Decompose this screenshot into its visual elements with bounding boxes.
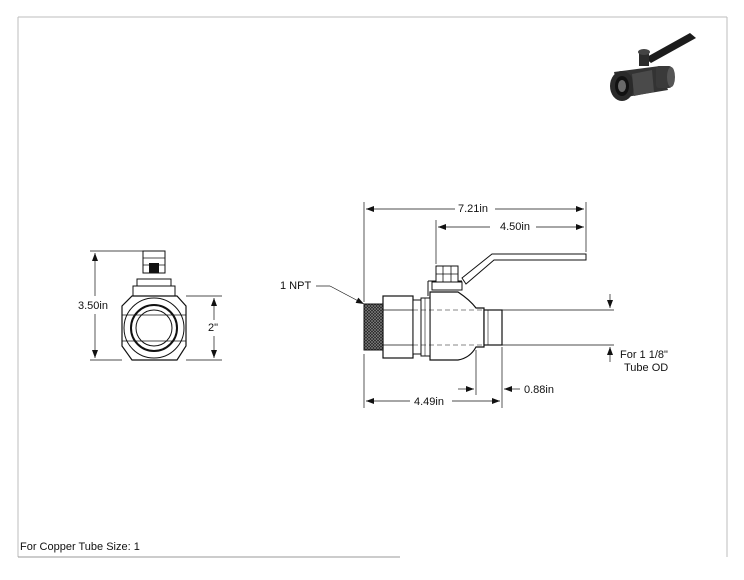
label-tube-od-line2: Tube OD (624, 362, 669, 374)
dim-body-length (363, 347, 503, 408)
thread-leader (316, 285, 365, 305)
valve-front-view (121, 250, 187, 361)
valve-side-view (363, 253, 587, 361)
label-thread-callout: 1 NPT (280, 280, 312, 292)
dim-overall-length (363, 202, 587, 302)
dim-tube-od (502, 294, 614, 362)
valve-thumbnail (610, 33, 696, 101)
label-overall-height: 3.50in (78, 300, 108, 312)
dim-overall-height (90, 250, 143, 361)
label-body-width: 2" (208, 322, 219, 334)
label-body-length: 4.49in (414, 396, 444, 408)
label-handle-length: 4.50in (500, 221, 530, 233)
label-overall-length: 7.21in (458, 203, 488, 215)
dim-tube-end-length (458, 350, 520, 395)
dim-handle-length (435, 220, 584, 264)
dim-body-width (186, 295, 222, 361)
footer-note: For Copper Tube Size: 1 (20, 541, 140, 553)
label-tube-end-length: 0.88in (524, 384, 554, 396)
label-tube-od-line1: For 1 1/8" (620, 349, 668, 361)
sheet-border (17, 16, 728, 558)
